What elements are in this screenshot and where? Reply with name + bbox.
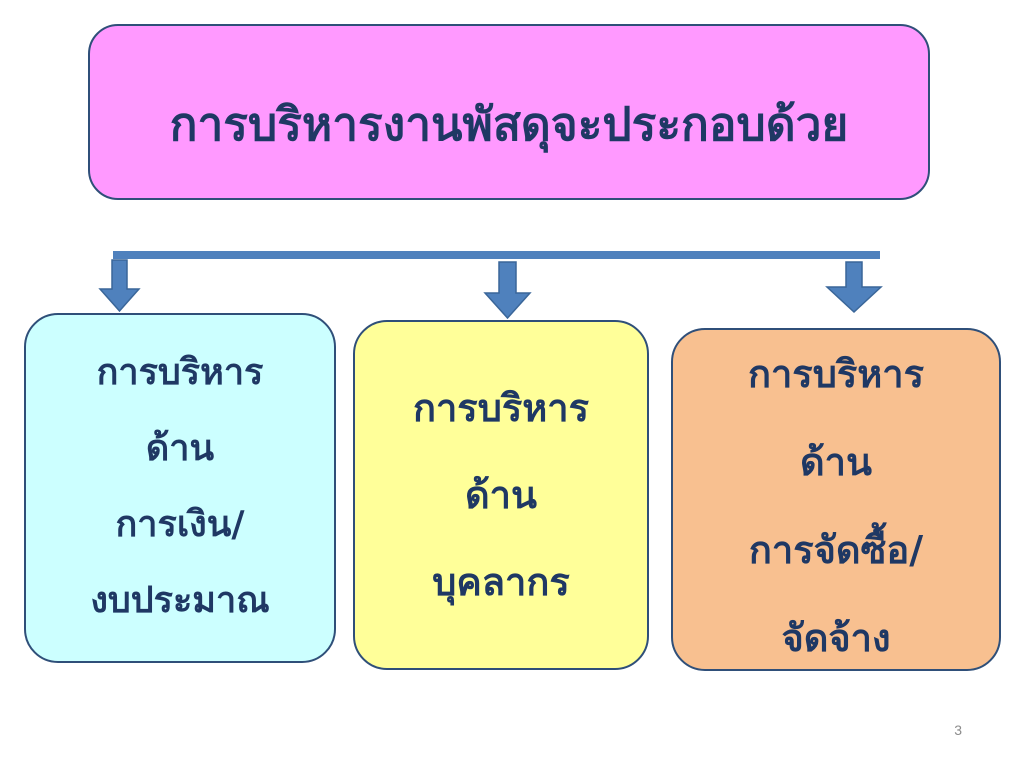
box-line: การจัดซื้อ/ xyxy=(748,528,924,572)
procurement-box: การบริหาร ด้าน การจัดซื้อ/ จัดจ้าง xyxy=(671,328,1001,671)
box-line: ด้าน xyxy=(145,428,215,469)
finance-budget-box: การบริหาร ด้าน การเงิน/ งบประมาณ xyxy=(24,313,336,663)
box-line: ด้าน xyxy=(465,472,537,517)
title-text: การบริหารงานพัสดุจะประกอบด้วย xyxy=(169,97,849,151)
box-line: จัดจ้าง xyxy=(781,616,891,660)
box-line: การบริหาร xyxy=(412,385,590,430)
box-line: บุคลากร xyxy=(432,559,570,604)
box-line: ด้าน xyxy=(800,440,872,484)
connector-bar xyxy=(113,251,880,259)
box-line: การบริหาร xyxy=(96,352,264,393)
personnel-box: การบริหาร ด้าน บุคลากร xyxy=(353,320,649,670)
box-line: งบประมาณ xyxy=(90,580,270,621)
box-line: การบริหาร xyxy=(747,352,925,396)
page-number: 3 xyxy=(954,722,962,738)
title-box: การบริหารงานพัสดุจะประกอบด้วย xyxy=(88,24,930,200)
box-line: การเงิน/ xyxy=(115,504,245,545)
arrow-down-icon-middle xyxy=(483,261,532,320)
arrow-down-icon-left xyxy=(98,259,141,313)
arrow-down-icon-right xyxy=(825,261,883,314)
